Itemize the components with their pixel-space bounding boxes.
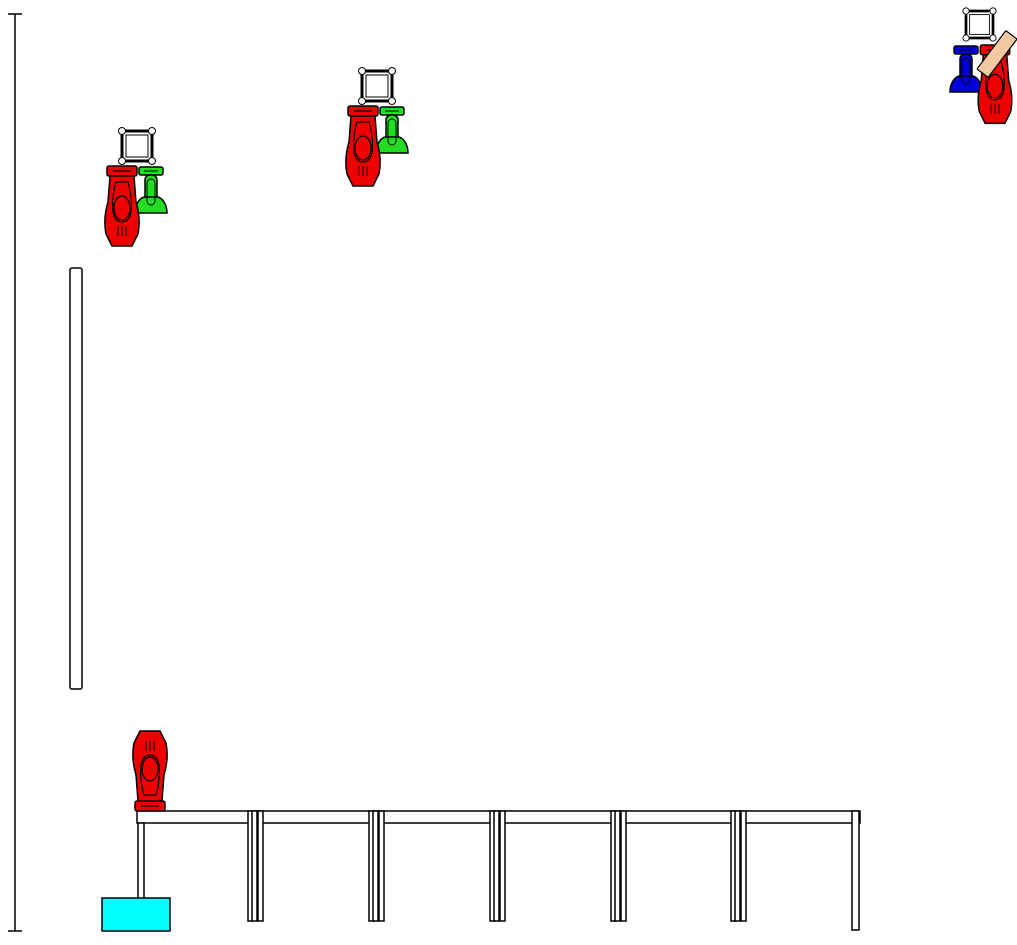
red-robot-1 xyxy=(104,165,140,247)
cyan-base-block xyxy=(101,897,171,932)
carried-plank xyxy=(976,30,1017,78)
frame-2 xyxy=(357,66,397,106)
height-scale-bar xyxy=(8,13,22,932)
table-leg-pair-2 xyxy=(368,810,385,922)
table-leg-pair-5 xyxy=(730,810,747,922)
table-leg-right xyxy=(851,810,860,931)
wall-panel xyxy=(69,267,83,690)
table-leg-pair-3 xyxy=(489,810,506,922)
robot-group-1 xyxy=(104,126,168,247)
ground-robot xyxy=(132,730,168,812)
red-robot-2 xyxy=(345,105,381,187)
table-leg-left-post xyxy=(137,822,145,900)
frame-1 xyxy=(117,126,157,166)
robot-group-3 xyxy=(949,6,1017,125)
table-leg-pair-1 xyxy=(247,810,264,922)
robot-group-2 xyxy=(345,66,409,187)
helper-robot-1 xyxy=(134,166,168,214)
table-structure xyxy=(136,810,861,931)
frame-3 xyxy=(961,6,998,43)
table-leg-pair-4 xyxy=(610,810,627,922)
helper-robot-2 xyxy=(375,106,409,154)
